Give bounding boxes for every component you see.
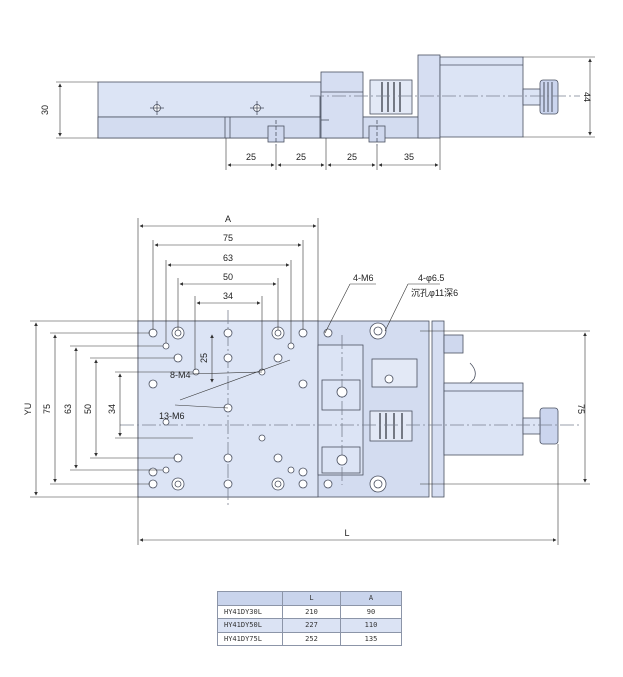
side-view xyxy=(97,54,580,146)
dim-bottom-3: 25 xyxy=(347,152,357,162)
top-coupling xyxy=(369,410,413,442)
top-view xyxy=(120,310,580,505)
base-mount-holes xyxy=(171,322,387,493)
dim-left-34: 34 xyxy=(107,404,117,414)
dim-L: L xyxy=(344,528,349,538)
table-row: HY41DY75L 252 135 xyxy=(217,631,402,646)
row-A: 135 xyxy=(340,631,402,646)
top-dimensions xyxy=(30,218,590,545)
side-motor xyxy=(439,56,524,138)
top-motor xyxy=(443,382,524,456)
row-model: HY41DY75L xyxy=(217,631,283,646)
dim-left-63: 63 xyxy=(63,404,73,414)
dim-top-75: 75 xyxy=(223,233,233,243)
dim-height-30: 30 xyxy=(40,105,50,115)
dim-bottom-4: 35 xyxy=(404,152,414,162)
dim-top-50: 50 xyxy=(223,272,233,282)
row-L: 210 xyxy=(282,604,341,619)
row-A: 90 xyxy=(340,604,402,619)
top-connector xyxy=(443,334,464,354)
callout-13-m6: 13-M6 xyxy=(159,411,185,421)
dim-left-75: 75 xyxy=(42,404,52,414)
dim-A: A xyxy=(225,214,231,224)
side-coupling xyxy=(369,79,413,115)
row-model: HY41DY30L xyxy=(217,604,283,619)
callout-counterbore: 沉孔φ11深6 xyxy=(411,288,458,298)
table-row: HY41DY50L 227 110 xyxy=(217,618,402,633)
row-L: 227 xyxy=(282,618,341,633)
callout-4-m6: 4-M6 xyxy=(353,273,374,283)
dim-left-YU: YU xyxy=(23,403,33,416)
callout-hole-dia: 4-φ6.5 xyxy=(418,273,444,283)
dim-left-50: 50 xyxy=(83,404,93,414)
dim-bottom-2: 25 xyxy=(296,152,306,162)
table-row: HY41DY30L 210 90 xyxy=(217,604,402,619)
top-motor-flange xyxy=(431,320,445,498)
side-knob xyxy=(539,79,559,115)
side-motor-flange xyxy=(417,54,441,139)
side-dimensions xyxy=(56,56,595,170)
spec-table-header: L A xyxy=(217,591,402,606)
dim-inner-25: 25 xyxy=(199,353,209,363)
callout-8-m4: 8-M4 xyxy=(170,370,191,380)
dim-right-75: 75 xyxy=(576,404,586,414)
dim-top-34: 34 xyxy=(223,291,233,301)
dim-motor-44: 44 xyxy=(582,92,592,102)
top-knob xyxy=(539,407,559,445)
header-L: L xyxy=(282,591,341,606)
dim-bottom-1: 25 xyxy=(246,152,256,162)
row-L: 252 xyxy=(282,631,341,646)
header-A: A xyxy=(340,591,402,606)
row-A: 110 xyxy=(340,618,402,633)
spec-table: L A HY41DY30L 210 90 HY41DY50L 227 110 H… xyxy=(217,591,402,646)
side-bearing-block xyxy=(320,71,364,139)
header-model xyxy=(217,591,283,606)
row-model: HY41DY50L xyxy=(217,618,283,633)
dim-top-63: 63 xyxy=(223,253,233,263)
